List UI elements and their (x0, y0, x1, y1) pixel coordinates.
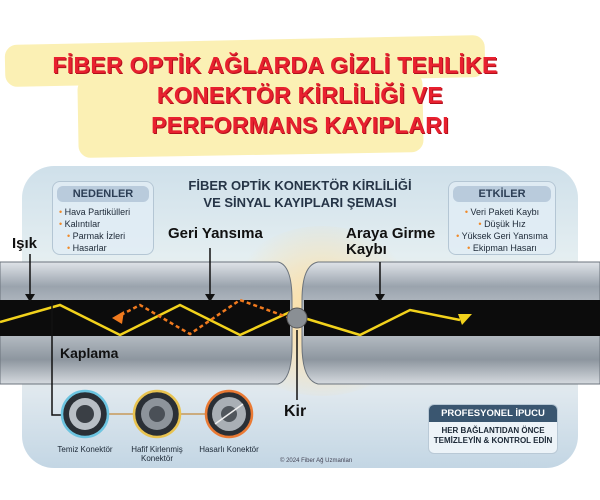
damaged-connector-label: Hasarlı Konektör (199, 445, 259, 454)
causes-box: NEDENLER Hava Partikülleri Kalıntılar Pa… (52, 181, 154, 255)
diagram-title-line-2: VE SİNYAL KAYIPLARI ŞEMASI (203, 195, 397, 210)
causes-heading: NEDENLER (57, 186, 149, 202)
headline-line-3: PERFORMANS KAYIPLARI (151, 112, 449, 138)
left-core (0, 300, 290, 336)
transmitted-signal-path (303, 308, 461, 337)
insertion-loss-line-1: Araya Girme (346, 225, 436, 242)
signal-path (0, 303, 291, 337)
signal-arrow-icon (458, 314, 472, 325)
dirt-label: Kir (284, 403, 307, 420)
diagram-title-line-1: FİBER OPTİK KONEKTÖR KİRLİLİĞİ (188, 178, 412, 193)
headline-line-2: KONEKTÖR KİRLİLİĞİ VE (156, 82, 444, 108)
headline: FİBER OPTİK AĞLARDA GİZLİ TEHLİKE KONEKT… (0, 50, 600, 140)
back-reflection-label: Geri Yansıma (168, 225, 263, 242)
effects-heading: ETKİLER (453, 186, 551, 202)
effect-item: Veri Paketi Kaybı (455, 206, 549, 218)
slightly-dirty-connector-icon (132, 389, 182, 439)
cause-item: Hasarlar (59, 242, 147, 254)
clean-connector-label: Temiz Konektör (57, 445, 113, 454)
copyright: © 2024 Fiber Ağ Uzmanları (280, 458, 353, 464)
clean-connector-icon (60, 389, 110, 439)
effect-item: Yüksek Geri Yansıma (455, 230, 549, 242)
cause-item: Hava Partikülleri (59, 206, 147, 218)
cause-item: Parmak İzleri (59, 230, 147, 242)
insertion-loss-line-2: Kaybı (346, 241, 387, 258)
pro-tip-box: PROFESYONEL İPUCU HER BAĞLANTIDAN ÖNCE T… (428, 404, 558, 454)
effects-box: ETKİLER Veri Paketi Kaybı Düşük Hız Yüks… (448, 181, 556, 255)
light-label: Işık (12, 235, 38, 252)
diagram-title: FİBER OPTİK KONEKTÖR KİRLİLİĞİ VE SİNYAL… (160, 177, 440, 211)
insertion-loss-label: Araya Girme Kaybı (346, 226, 435, 258)
dirt-particle (286, 307, 308, 329)
effect-item: Ekipman Hasarı (455, 242, 549, 254)
pro-tip-line-1: HER BAĞLANTIDAN ÖNCE (441, 426, 545, 435)
damaged-connector-icon (204, 389, 254, 439)
effect-item: Düşük Hız (455, 218, 549, 230)
cladding-label: Kaplama (60, 345, 119, 361)
cause-item: Kalıntılar (59, 218, 147, 230)
back-reflection-path (114, 298, 291, 336)
pro-tip-heading: PROFESYONEL İPUCU (429, 405, 557, 422)
pro-tip-line-2: TEMİZLEYİN & KONTROL EDİN (433, 436, 553, 445)
pro-tip-body: HER BAĞLANTIDAN ÖNCE TEMİZLEYİN & KONTRO… (429, 422, 557, 446)
reflection-arrow-icon (112, 311, 124, 324)
slightly-dirty-connector-label: Hafif Kirlenmiş Konektör (131, 445, 183, 463)
headline-line-1: FİBER OPTİK AĞLARDA GİZLİ TEHLİKE (52, 52, 498, 78)
